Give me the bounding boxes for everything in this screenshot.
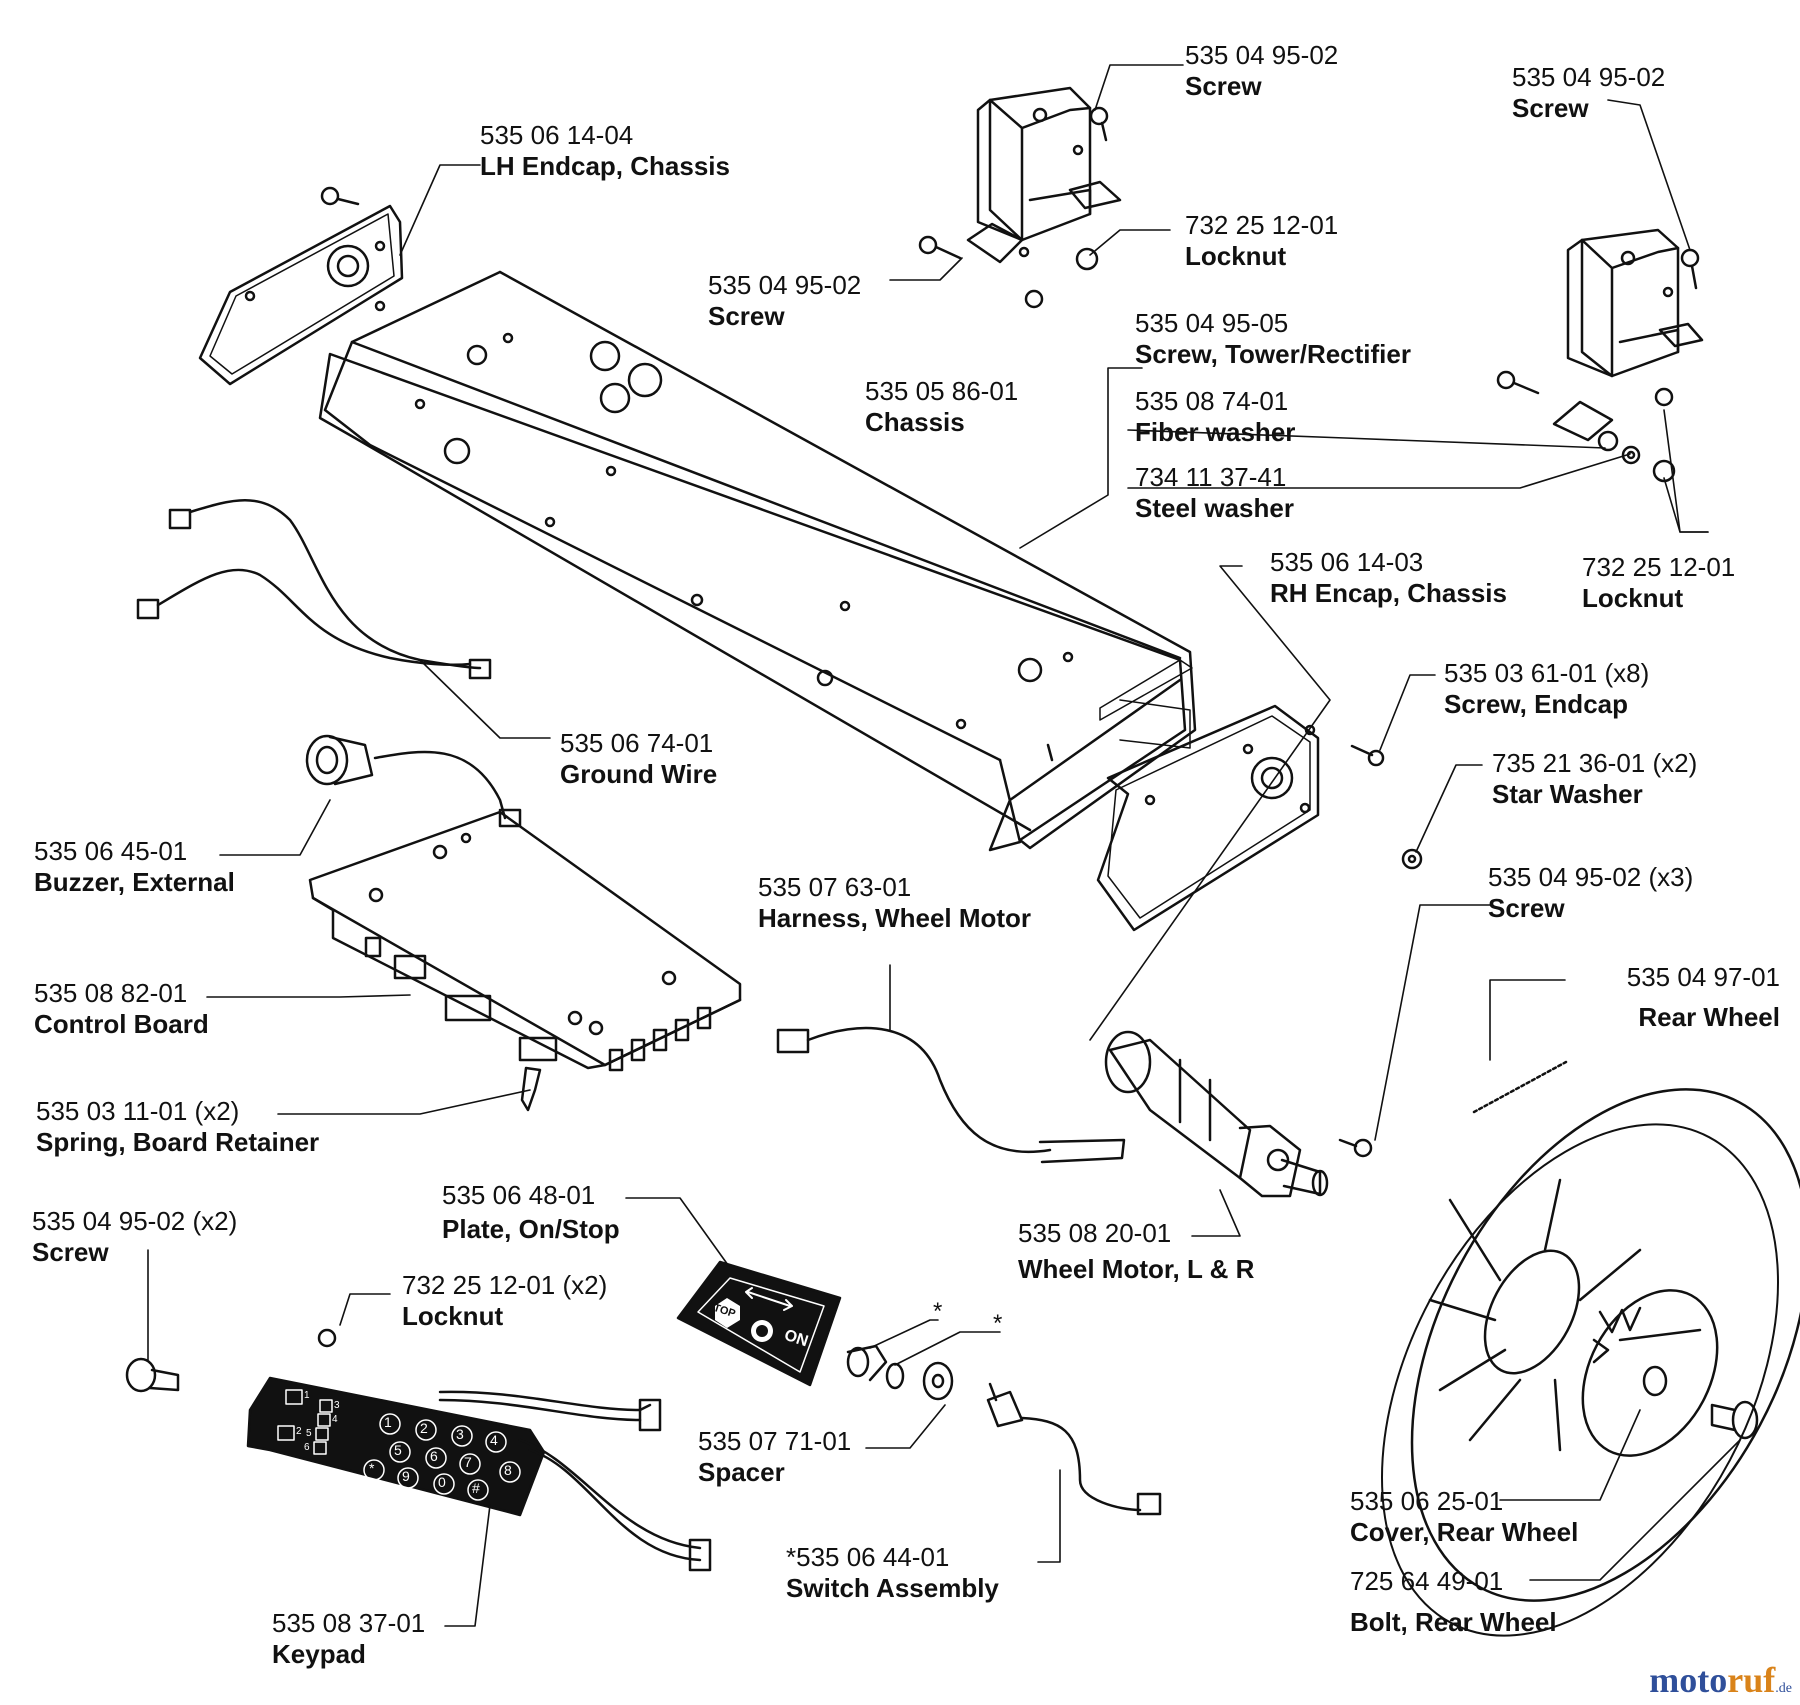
label-bolt-rear-wheel: 725 64 49-01 Bolt, Rear Wheel [1350,1566,1557,1637]
ground-wire-part [136,499,492,680]
label-star-washer: 735 21 36-01 (x2) Star Washer [1492,748,1698,809]
label-rear-wheel: 535 04 97-01 Rear Wheel [1626,962,1780,1032]
lh-endcap-part [198,186,404,386]
label-wheel-motor: 535 08 20-01 Wheel Motor, L & R [1018,1218,1255,1284]
label-screw-top-center: 535 04 95-02 Screw [1185,40,1339,101]
wheel-bolt-part [1710,1400,1759,1440]
key-2: 2 [420,1420,428,1436]
label-control-board: 535 08 82-01 Control Board [34,978,209,1039]
side-key-2: 2 [296,1426,302,1437]
label-screw-tower-rectifier: 535 04 95-05 Screw, Tower/Rectifier [1135,308,1411,369]
label-screw-tower-left: 535 04 95-02 Screw [708,270,862,331]
key-9: 9 [402,1468,410,1484]
label-fiber-washer: 535 08 74-01 Fiber washer [1135,386,1296,447]
label-lh-endcap: 535 06 14-04 LH Endcap, Chassis [480,120,730,181]
label-harness: 535 07 63-01 Harness, Wheel Motor [758,872,1032,933]
label-chassis: 535 05 86-01 Chassis [865,376,1019,437]
label-locknut-x2: 732 25 12-01 (x2) Locknut [402,1270,608,1331]
side-key-1: 1 [304,1390,310,1401]
key-3: 3 [456,1426,464,1442]
key-4: 4 [490,1432,498,1448]
key-0: 0 [438,1474,446,1490]
label-screw-top-right: 535 04 95-02 Screw [1512,62,1666,123]
label-screw-x2: 535 04 95-02 (x2) Screw [32,1206,238,1267]
label-spacer: 535 07 71-01 Spacer [698,1426,852,1487]
tower-center-part [918,86,1122,309]
control-board-part [308,810,742,1112]
keypad-part [125,1328,712,1572]
side-key-6: 6 [304,1442,310,1453]
label-buzzer: 535 06 45-01 Buzzer, External [34,836,235,897]
asterisk-marker-2: * [993,1310,1003,1337]
key-star: * [369,1460,375,1476]
label-steel-washer: 734 11 37-41 Steel washer [1135,462,1294,523]
watermark-logo: motoruf.de [1649,1660,1792,1700]
label-ground-wire: 535 06 74-01 Ground Wire [560,728,718,789]
label-rh-endcap: 535 06 14-03 RH Encap, Chassis [1270,547,1507,608]
buzzer-part [305,734,522,828]
harness-part [776,1026,1126,1164]
label-plate: 535 06 48-01 Plate, On/Stop [442,1180,620,1244]
label-spring: 535 03 11-01 (x2) Spring, Board Retainer [36,1096,320,1157]
label-switch-assembly: *535 06 44-01 Switch Assembly [786,1542,999,1603]
key-hash: # [472,1480,480,1496]
label-locknut-top: 732 25 12-01 Locknut [1185,210,1339,271]
key-5: 5 [394,1442,402,1458]
rear-wheel-part [1381,1060,1800,1637]
label-keypad: 535 08 37-01 Keypad [272,1608,426,1669]
key-6: 6 [430,1448,438,1464]
side-key-3: 3 [334,1400,340,1411]
side-key-5: 5 [306,1428,312,1439]
wheel-cover-part [1581,1289,1719,1457]
on-stop-plate-part [676,1260,842,1387]
label-screw-x3: 535 04 95-02 (x3) Screw [1488,862,1694,923]
wheel-motor-part [1104,1030,1373,1198]
label-screw-endcap: 535 03 61-01 (x8) Screw, Endcap [1444,658,1650,719]
label-locknut-right: 732 25 12-01 Locknut [1582,552,1736,613]
rh-endcap-part [1096,704,1423,932]
switch-assembly-part [846,1344,1162,1516]
asterisk-marker-1: * [933,1298,943,1325]
chassis-part [318,270,1197,852]
key-1: 1 [384,1414,392,1430]
key-8: 8 [504,1462,512,1478]
label-cover-rear-wheel: 535 06 25-01 Cover, Rear Wheel [1350,1486,1579,1547]
key-7: 7 [464,1454,472,1470]
tower-right-part [1496,228,1704,483]
leader-lines [147,64,1741,1627]
side-key-4: 4 [332,1414,338,1425]
